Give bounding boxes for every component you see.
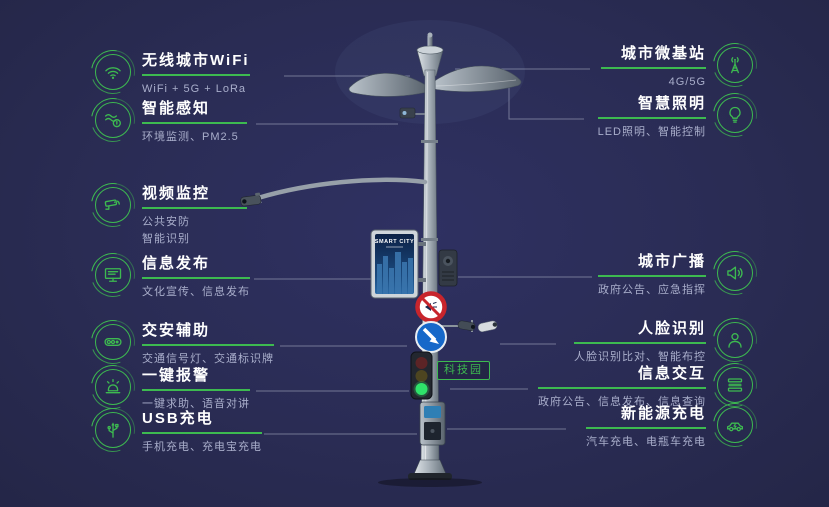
title-underline (574, 342, 706, 344)
feature-ev-charging: 新能源充电 汽车充电、电瓶车充电 (586, 405, 753, 451)
feature-texts: 人脸识别 人脸识别比对、智能布控 (574, 320, 706, 366)
title-underline (142, 277, 250, 279)
feature-face-recognition: 人脸识别 人脸识别比对、智能布控 (574, 320, 753, 366)
feature-subtitle: WiFi + 5G + LoRa (142, 83, 247, 95)
feature-texts: 城市微基站 4G/5G (601, 45, 706, 91)
display-icon (95, 257, 131, 293)
feature-texts: 信息交互 政府公告、信息发布、信息查询 (538, 365, 706, 411)
feature-subtitle: 人脸识别比对、智能布控 (574, 351, 706, 363)
feature-title: USB充电 (142, 410, 214, 427)
feature-subtitle: 公共安防 智能识别 (142, 216, 190, 245)
cctv-camera-arm (240, 177, 428, 207)
feature-info-publish: 信息发布 文化宣传、信息发布 (95, 255, 250, 301)
feature-texts: 视频监控 公共安防 智能识别 (142, 185, 247, 247)
feature-traffic-assist: 交安辅助 交通信号灯、交通标识牌 (95, 322, 274, 368)
feature-texts: 无线城市WiFi WiFi + 5G + LoRa (142, 52, 250, 98)
feature-usb-charging: USB充电 手机充电、充电宝充电 (95, 410, 262, 456)
car-charging-icon (717, 407, 753, 443)
traffic-signal-icon (95, 324, 131, 360)
feature-subtitle: 环境监测、PM2.5 (142, 131, 239, 143)
feature-subtitle: 政府公告、信息发布、信息查询 (538, 396, 706, 408)
title-underline (598, 275, 706, 277)
feature-video-surveillance: 视频监控 公共安防 智能识别 (95, 185, 247, 247)
speaker-box (438, 249, 458, 287)
cctv-icon (95, 187, 131, 223)
feature-title: 智能感知 (142, 100, 211, 117)
feature-title: 交安辅助 (142, 322, 211, 339)
feature-title: 新能源充电 (620, 405, 706, 422)
feature-title: 无线城市WiFi (142, 52, 250, 69)
feature-texts: 信息发布 文化宣传、信息发布 (142, 255, 250, 301)
title-underline (538, 387, 706, 389)
feature-title: 人脸识别 (637, 320, 706, 337)
title-underline (142, 389, 250, 391)
feature-texts: 城市广播 政府公告、应急指挥 (598, 253, 706, 299)
traffic-light (410, 351, 433, 400)
tech-park-badge: 科技园 (437, 361, 490, 381)
title-underline (597, 117, 706, 119)
feature-smart-sensing: 智能感知 环境监测、PM2.5 (95, 100, 247, 146)
feature-city-wifi: 无线城市WiFi WiFi + 5G + LoRa (95, 52, 250, 98)
feature-micro-base-station: 城市微基站 4G/5G (601, 45, 753, 91)
smart-pole-illustration: SMART CITY (240, 20, 525, 487)
title-underline (601, 67, 706, 69)
feature-texts: 新能源充电 汽车充电、电瓶车充电 (586, 405, 706, 451)
feature-info-interaction: 信息交互 政府公告、信息发布、信息查询 (538, 365, 753, 411)
feature-one-key-alarm: 一键报警 一键求助、语音对讲 (95, 367, 250, 413)
feature-subtitle: 手机充电、充电宝充电 (142, 441, 262, 453)
feature-title: 一键报警 (142, 367, 211, 384)
alarm-icon (95, 369, 131, 405)
no-horn-sign (415, 291, 447, 323)
surveillance-cameras (437, 320, 498, 332)
feature-subtitle: 交通信号灯、交通标识牌 (142, 353, 274, 365)
title-underline (142, 122, 247, 124)
control-cabinet (419, 401, 446, 446)
title-underline (142, 74, 250, 76)
title-underline (586, 427, 706, 429)
feature-subtitle: 4G/5G (668, 76, 706, 88)
feature-subtitle: 一键求助、语音对讲 (142, 398, 250, 410)
feature-subtitle: LED照明、智能控制 (597, 126, 706, 138)
speaker-icon (717, 255, 753, 291)
feature-texts: USB充电 手机充电、充电宝充电 (142, 410, 262, 456)
feature-title: 视频监控 (142, 185, 211, 202)
feature-city-broadcast: 城市广播 政府公告、应急指挥 (598, 253, 753, 299)
feature-subtitle: 汽车充电、电瓶车充电 (586, 436, 706, 448)
feature-texts: 一键报警 一键求助、语音对讲 (142, 367, 250, 413)
list-icon (717, 367, 753, 403)
bulb-icon (717, 97, 753, 133)
billboard-text: SMART CITY (375, 239, 415, 245)
feature-title: 信息发布 (142, 255, 211, 272)
feature-texts: 智能感知 环境监测、PM2.5 (142, 100, 247, 146)
pole-base (378, 459, 482, 487)
feature-texts: 智慧照明 LED照明、智能控制 (597, 95, 706, 141)
title-underline (142, 432, 262, 434)
direction-sign (415, 321, 447, 353)
environment-sensor (399, 107, 425, 119)
feature-smart-lighting: 智慧照明 LED照明、智能控制 (597, 95, 753, 141)
title-underline (142, 207, 247, 209)
billboard-screen: SMART CITY (370, 229, 426, 299)
antenna-icon (717, 47, 753, 83)
feature-title: 信息交互 (637, 365, 706, 382)
feature-texts: 交安辅助 交通信号灯、交通标识牌 (142, 322, 274, 368)
usb-icon (95, 412, 131, 448)
sensor-icon (95, 102, 131, 138)
feature-title: 智慧照明 (637, 95, 706, 112)
lamp-head (348, 32, 522, 97)
feature-title: 城市广播 (637, 253, 706, 270)
feature-subtitle: 文化宣传、信息发布 (142, 286, 250, 298)
feature-subtitle: 政府公告、应急指挥 (598, 284, 706, 296)
wifi-icon (95, 54, 131, 90)
feature-title: 城市微基站 (620, 45, 706, 62)
title-underline (142, 344, 274, 346)
person-icon (717, 322, 753, 358)
